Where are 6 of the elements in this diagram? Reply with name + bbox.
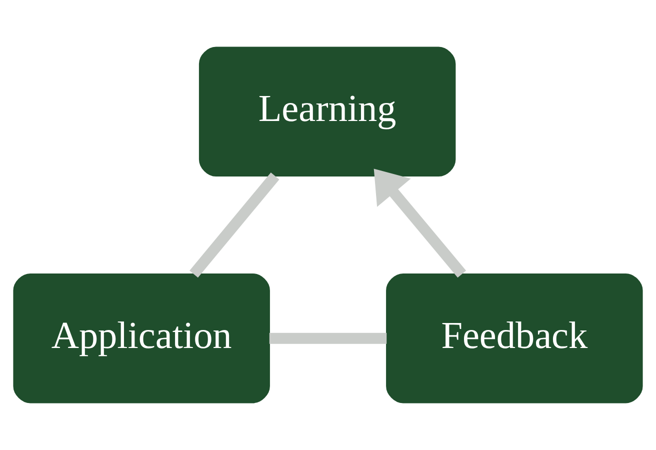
connector xyxy=(190,172,280,278)
arrow xyxy=(374,168,466,278)
connector xyxy=(269,332,387,344)
node-box: Application xyxy=(13,273,270,404)
node-box: Learning xyxy=(198,46,456,177)
node-box: Feedback xyxy=(386,273,643,404)
